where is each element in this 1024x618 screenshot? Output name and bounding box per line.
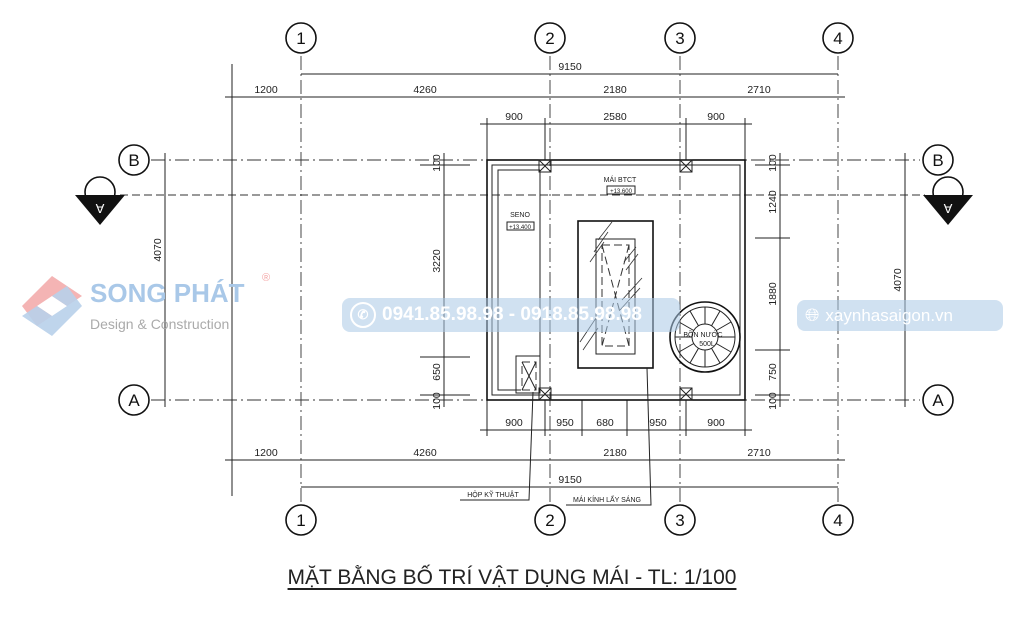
dim-roof-bottom: 900 [707,417,725,429]
website-watermark: 🌐︎ xaynhasaigon.vn [797,300,1003,331]
dim-roof-top: 900 [707,111,725,123]
dim-top-total: 9150 [558,61,582,73]
tank-size: 500L [699,341,715,348]
dim-roof-bottom: 900 [505,417,523,429]
grid-label-b-left: B [128,151,139,170]
website-url: xaynhasaigon.vn [825,305,953,325]
tank-label: BỒN NƯỚC [683,329,722,339]
song-phat-logo: SONG PHÁT ® Design & Construction [22,272,270,351]
dim-right-roof: 1240 [767,190,779,214]
gutter-label: SENO [510,212,530,219]
dim-left-roof: 3220 [431,249,443,273]
tank-spoke [711,348,721,364]
grid-label-1-bottom: 1 [296,511,305,530]
technical-shaft [515,355,541,394]
tank-spoke [716,321,732,331]
section-marker-right: A [923,176,973,225]
grid-label-2-bottom: 2 [545,511,554,530]
dim-bottom-span: 1200 [254,447,278,459]
brand-name: SONG PHÁT [90,278,245,308]
section-marker-left: A [75,176,125,225]
dim-left-roof: 100 [431,392,443,410]
tank-spoke [716,343,732,353]
globe-icon: 🌐︎ [805,305,820,325]
grid-label-a-right: A [932,391,944,410]
roof-outline [486,159,746,401]
dim-left-total: 4070 [152,238,164,262]
phone-icon: ✆ [350,302,376,328]
dim-top-span: 2180 [603,84,627,96]
grid-label-4-bottom: 4 [833,511,842,530]
dim-bottom-span: 2180 [603,447,627,459]
dim-roof-bottom: 950 [556,417,574,429]
tank-spoke [711,310,721,326]
phone-watermark: ✆ 0941.85.98.98 - 0918.85.98.98 [342,298,680,332]
grid-label-3-bottom: 3 [675,511,684,530]
grid-label-a-left: A [128,391,140,410]
tank-spoke [689,310,699,326]
dim-right-total: 4070 [892,268,904,292]
dimension-lines [164,73,906,488]
section-mark-right: A [943,201,952,216]
water-tank [669,301,741,373]
dim-roof-bottom: 680 [596,417,614,429]
dim-right-roof: 100 [767,392,779,410]
grid-label-3: 3 [675,29,684,48]
song-phat-logo-mark [22,276,82,336]
section-mark-left: A [95,201,104,216]
drawing-title: MẶT BẰNG BỐ TRÍ VẬT DỤNG MÁI - TL: 1/100 [287,566,737,589]
dimension-texts: 9150 1200 4260 2180 2710 900 2580 900 90… [152,61,904,486]
plan-labels: MÁI BTCT +13.600 SENO +13.400 BỒN NƯỚC 5… [460,175,723,506]
dim-bottom-span: 4260 [413,447,437,459]
dim-bottom-span: 2710 [747,447,771,459]
skylight [577,220,654,369]
dim-bottom-total: 9150 [558,474,582,486]
roof-label: MÁI BTCT [604,175,637,184]
skylight-label: MÁI KÍNH LẤY SÁNG [573,494,641,504]
grid-bubbles: 1 2 3 4 1 2 3 4 B B A A [118,22,954,536]
technical-shaft-label: HỘP KỸ THUẬT [467,490,519,499]
gutter-level: +13.400 [509,225,532,231]
phone-numbers: 0941.85.98.98 - 0918.85.98.98 [382,304,642,325]
tank-spoke [678,343,694,353]
dim-left-roof: 100 [431,154,443,172]
dim-top-span: 4260 [413,84,437,96]
dim-left-roof: 650 [431,363,443,381]
dim-roof-top: 2580 [603,111,627,123]
dim-right-roof: 1880 [767,282,779,306]
tank-spoke [678,321,694,331]
drawing-title-wrap: MẶT BẰNG BỐ TRÍ VẬT DỤNG MÁI - TL: 1/100 [0,566,1024,590]
tank-spoke [689,348,699,364]
grid-label-1: 1 [296,29,305,48]
dim-top-span: 2710 [747,84,771,96]
dim-roof-bottom: 950 [649,417,667,429]
dim-top-span: 1200 [254,84,278,96]
grid-label-2: 2 [545,29,554,48]
grid-label-b-right: B [932,151,943,170]
brand-tagline: Design & Construction [90,316,230,332]
dim-roof-top: 900 [505,111,523,123]
grid-label-4: 4 [833,29,842,48]
roof-level: +13.600 [610,189,633,195]
dim-right-roof: 100 [767,154,779,172]
registered-mark: ® [262,272,271,284]
dim-right-roof: 750 [767,363,779,381]
columns [538,159,693,401]
